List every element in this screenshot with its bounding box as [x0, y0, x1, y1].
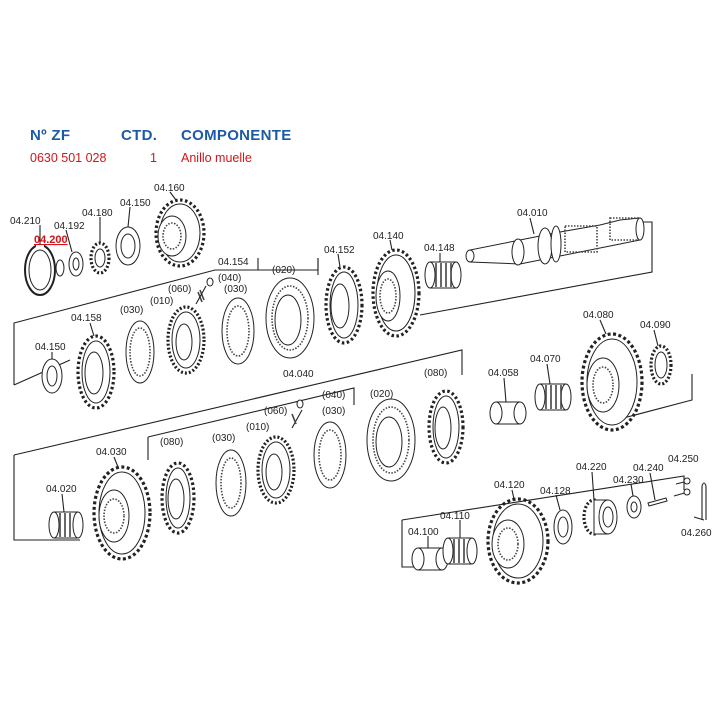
part-04-110-needle-bearing[interactable] — [442, 537, 478, 565]
callout-04-250[interactable]: 04.250 — [668, 454, 699, 465]
callout-04-180[interactable]: 04.180 — [82, 208, 113, 219]
part-04-154-020-sleeve[interactable] — [265, 277, 315, 359]
selected-part-number[interactable]: 0630 501 028 — [30, 151, 107, 165]
part-04-080-gear[interactable] — [580, 332, 644, 432]
part-04-154-030-ring-left[interactable] — [125, 320, 155, 384]
part-04-240-pin[interactable] — [647, 497, 668, 507]
callout-s2-030-left[interactable]: (030) — [212, 433, 235, 444]
callout-04-070[interactable]: 04.070 — [530, 354, 561, 365]
part-04-040-030-ring-right[interactable] — [313, 421, 347, 489]
callout-04-128[interactable]: 04.128 — [540, 486, 571, 497]
callout-s1-040[interactable]: (040) — [218, 273, 241, 284]
callout-04-010[interactable]: 04.010 — [517, 208, 548, 219]
part-04-100-bushing[interactable] — [411, 547, 449, 571]
column-header-nr: Nº ZF — [30, 127, 71, 144]
part-04-058-bushing[interactable] — [489, 401, 527, 425]
callout-s2-060[interactable]: (060) — [264, 406, 287, 417]
part-04-220-bearing[interactable] — [582, 498, 618, 536]
part-04-020-needle-bearing[interactable] — [48, 511, 84, 539]
part-04-040-010-hub[interactable] — [256, 435, 296, 505]
selected-part-name: Anillo muelle — [181, 151, 252, 165]
part-04-154-010-hub[interactable] — [166, 305, 206, 375]
part-04-090-ring[interactable] — [649, 344, 673, 386]
callout-04-210[interactable]: 04.210 — [10, 216, 41, 227]
callout-04-192[interactable]: 04.192 — [54, 221, 85, 232]
part-04-010-shaft[interactable] — [465, 217, 645, 266]
callout-04-230[interactable]: 04.230 — [613, 475, 644, 486]
callout-s1-010[interactable]: (010) — [150, 296, 173, 307]
part-04-070-needle-bearing[interactable] — [534, 383, 572, 411]
callout-04-140[interactable]: 04.140 — [373, 231, 404, 242]
column-header-component: COMPONENTE — [181, 127, 292, 144]
part-04-030-gear[interactable] — [92, 465, 152, 561]
callout-04-240[interactable]: 04.240 — [633, 463, 664, 474]
part-04-260-cotter-pin[interactable] — [701, 482, 707, 520]
column-header-qty: CTD. — [121, 127, 158, 144]
callout-04-154[interactable]: 04.154 — [218, 257, 249, 268]
part-04-250-bolts[interactable] — [673, 477, 691, 497]
part-04-152-ring[interactable] — [324, 265, 364, 345]
callout-04-100[interactable]: 04.100 — [408, 527, 439, 538]
callout-04-020[interactable]: 04.020 — [46, 484, 77, 495]
callout-04-080[interactable]: 04.080 — [583, 310, 614, 321]
callout-04-058[interactable]: 04.058 — [488, 368, 519, 379]
callout-s1-030-right[interactable]: (030) — [224, 284, 247, 295]
group-boundary-lines — [13, 221, 693, 568]
part-04-140-gear[interactable] — [371, 248, 421, 338]
part-04-148-needle-bearing[interactable] — [424, 261, 462, 289]
callout-s1-060[interactable]: (060) — [168, 284, 191, 295]
part-04-040-080-ring-right[interactable] — [427, 389, 465, 465]
callout-s2-020[interactable]: (020) — [370, 389, 393, 400]
part-04-040-030-ring-left[interactable] — [215, 449, 247, 517]
callout-04-152[interactable]: 04.152 — [324, 245, 355, 256]
callout-04-220[interactable]: 04.220 — [576, 462, 607, 473]
callout-04-030[interactable]: 04.030 — [96, 447, 127, 458]
callout-s2-080-right[interactable]: (080) — [424, 368, 447, 379]
callout-04-150-left[interactable]: 04.150 — [35, 342, 66, 353]
part-04-040-020-sleeve[interactable] — [366, 398, 416, 482]
callout-s2-010[interactable]: (010) — [246, 422, 269, 433]
callout-04-200-selected[interactable]: 04.200 — [34, 234, 68, 246]
part-04-040-080-ring-left[interactable] — [160, 461, 196, 535]
part-04-040-040-060-pin-spring[interactable] — [291, 399, 304, 429]
part-04-160-gear[interactable] — [154, 198, 206, 268]
part-04-192-ring[interactable] — [68, 251, 84, 277]
part-04-128-washer[interactable] — [553, 509, 573, 545]
callout-04-090[interactable]: 04.090 — [640, 320, 671, 331]
part-04-150-bearing-top[interactable] — [115, 226, 141, 266]
callout-04-148[interactable]: 04.148 — [424, 243, 455, 254]
callout-04-110[interactable]: 04.110 — [440, 511, 470, 522]
callout-s1-030-left[interactable]: (030) — [120, 305, 143, 316]
callout-04-160[interactable]: 04.160 — [154, 183, 185, 194]
callout-s1-020[interactable]: (020) — [272, 265, 295, 276]
part-04-230-washer[interactable] — [626, 495, 642, 519]
part-04-154-030-ring-right[interactable] — [221, 297, 255, 365]
selected-part-qty: 1 — [150, 151, 157, 165]
part-04-210-snap-ring[interactable] — [24, 244, 56, 296]
callout-04-040[interactable]: 04.040 — [283, 369, 314, 380]
callout-04-150-top[interactable]: 04.150 — [120, 198, 151, 209]
callout-s2-040[interactable]: (040) — [322, 390, 345, 401]
callout-s2-080-left[interactable]: (080) — [160, 437, 183, 448]
part-04-120-gear[interactable] — [486, 497, 550, 585]
part-04-200-washer[interactable] — [55, 259, 65, 277]
part-04-154-040-060-pin-spring[interactable] — [195, 277, 214, 305]
part-04-150-bearing-left[interactable] — [41, 358, 63, 394]
callout-04-120[interactable]: 04.120 — [494, 480, 525, 491]
callout-s2-030-right[interactable]: (030) — [322, 406, 345, 417]
leader-lines — [39, 191, 705, 548]
callout-04-260[interactable]: 04.260 — [681, 528, 712, 539]
part-04-158-ring[interactable] — [76, 334, 116, 410]
callout-04-158[interactable]: 04.158 — [71, 313, 102, 324]
part-04-180-bearing[interactable] — [89, 241, 111, 275]
